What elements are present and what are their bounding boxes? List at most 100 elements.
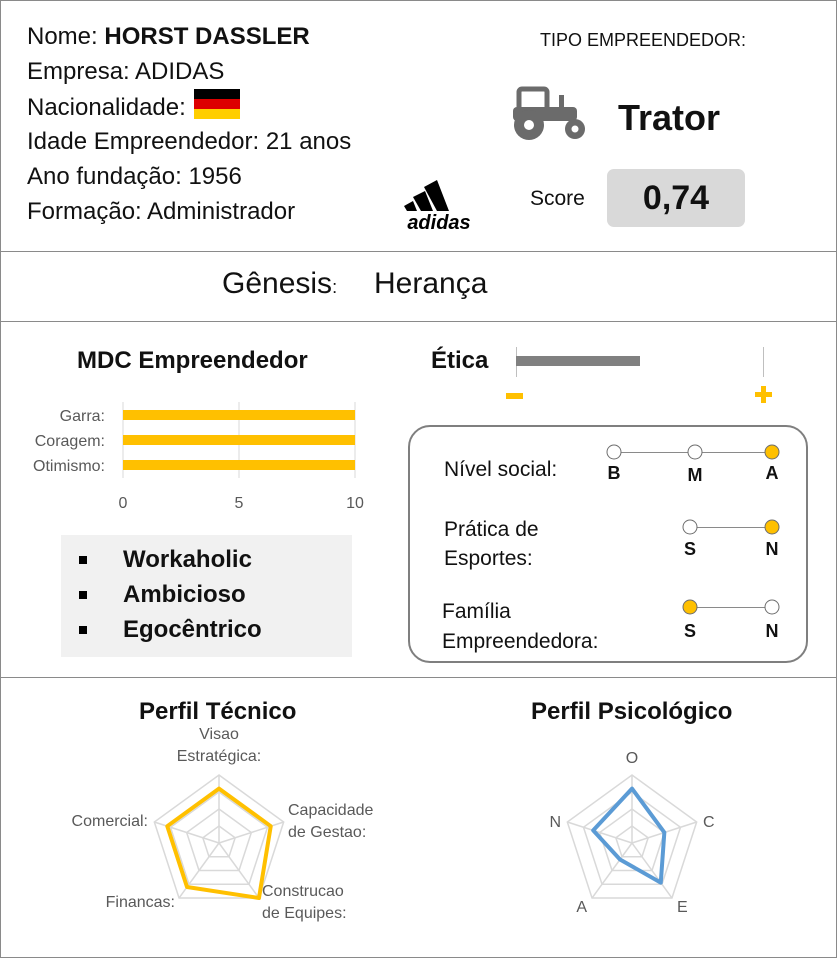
radar-grid-ring [614,825,650,858]
divider-3 [1,677,836,678]
radar-grid-ring [153,774,285,899]
radar-grid-ring [566,774,698,899]
perfil-psicologico-radar: O C E A N [549,750,715,916]
radar-spoke [591,842,633,899]
nationality-label: Nacionalidade: [27,94,186,121]
mdc-bar [123,460,355,470]
mdc-tick-label: 5 [235,495,244,512]
radar-grid-ring [582,791,682,886]
education-line: Formação: Administrador [27,198,296,225]
perfil-psicologico-title: Perfil Psicológico [531,698,733,725]
radar-axis-label: E [677,899,688,916]
mdc-bar-chart: 0 5 10 Garra: Coragem: Otimismo: [33,402,364,512]
etica-minus-icon [506,393,523,399]
sports-option-n[interactable] [764,519,780,535]
mdc-bar [123,435,355,445]
trait-item: Ambicioso [123,581,246,608]
etica-plus-icon [755,386,772,403]
sports-line [690,527,772,528]
social-label: Nível social: [444,458,558,481]
attributes-panel: Nível social: B M A Prática de Esportes:… [408,425,808,663]
germany-flag-icon [193,89,240,119]
radar-spoke [218,821,284,844]
radar-axis-label: O [626,750,638,767]
radar-grid-ring [201,825,237,858]
genesis-line: Gênesis: [222,267,337,301]
sports-option-s[interactable] [682,519,698,535]
genesis-value: Herança [374,267,488,300]
family-line [690,607,772,608]
name-line: Nome: HORST DASSLER [27,19,310,54]
radar-axis-label: Financas: [106,894,175,911]
sports-option-label: N [765,539,779,559]
divider-1 [1,251,836,252]
family-option-s[interactable] [682,599,698,615]
mdc-bar [123,410,355,420]
genesis-label: Gênesis [222,267,333,300]
score-badge: 0,74 [607,169,745,227]
divider-2 [1,321,836,322]
name-value: HORST DASSLER [104,23,310,50]
radar-axis-label: C [703,814,715,831]
score-value: 0,74 [642,178,710,217]
mdc-title: MDC Empreendedor [77,347,308,374]
trait-bullet [79,626,87,634]
radar-spoke [154,821,220,844]
family-option-label: S [683,621,697,641]
sports-label-1: Prática de [444,518,539,541]
adidas-logo-mark: adidas [404,180,471,234]
mdc-category-label: Coragem: [35,433,105,450]
family-option-label: N [765,621,779,641]
radar-grid-ring [169,791,269,886]
family-label-2: Empreendedora: [442,630,599,653]
social-option-label: A [765,463,779,483]
family-option-n[interactable] [764,599,780,615]
etica-level-bar [516,356,640,366]
radar-spoke [178,842,220,899]
name-label: Nome: [27,23,98,50]
radar-axis-label: A [576,899,587,916]
founded-line: Ano fundação: 1956 [27,163,242,190]
trait-item: Egocêntrico [123,616,262,643]
mdc-tick-label: 0 [119,495,128,512]
social-option-label: M [687,465,703,485]
mdc-category-label: Garra: [60,408,105,425]
type-value: Trator [618,97,721,138]
social-option-m[interactable] [687,444,703,460]
mdc-tick-label: 10 [346,495,364,512]
trait-bullet [79,591,87,599]
nationality-line: Nacionalidade: [27,89,240,125]
radar-spoke [631,842,673,899]
radar-data-series [591,786,667,885]
adidas-logo: adidas [399,177,479,234]
radar-data-series [165,786,273,901]
age-line: Idade Empreendedor: 21 anos [27,128,352,155]
radar-grid-ring [185,808,253,872]
sports-option-label: S [683,539,697,559]
radar-spoke [567,821,633,844]
social-option-a[interactable] [764,444,780,460]
radar-grid-ring [598,808,666,872]
type-label: TIPO EMPREENDEDOR: [540,30,747,50]
social-option-b[interactable] [606,444,622,460]
radar-axis-label: Comercial: [72,813,148,830]
logo-wordmark: adidas [407,212,470,233]
tractor-icon [509,85,589,143]
trait-bullet [79,556,87,564]
sports-label-2: Esportes: [444,547,533,570]
company-line: Empresa: ADIDAS [27,58,225,85]
perfil-tecnico-title: Perfil Técnico [139,698,297,725]
etica-title: Ética [431,347,489,374]
traits-list: Workaholic Ambicioso Egocêntrico [61,535,352,657]
score-label: Score [530,187,585,210]
trait-item: Workaholic [123,546,252,573]
family-label-1: Família [442,600,511,623]
mdc-category-label: Otimismo: [33,458,105,475]
etica-right-tick [763,347,764,377]
radar-axis-label: N [549,814,561,831]
